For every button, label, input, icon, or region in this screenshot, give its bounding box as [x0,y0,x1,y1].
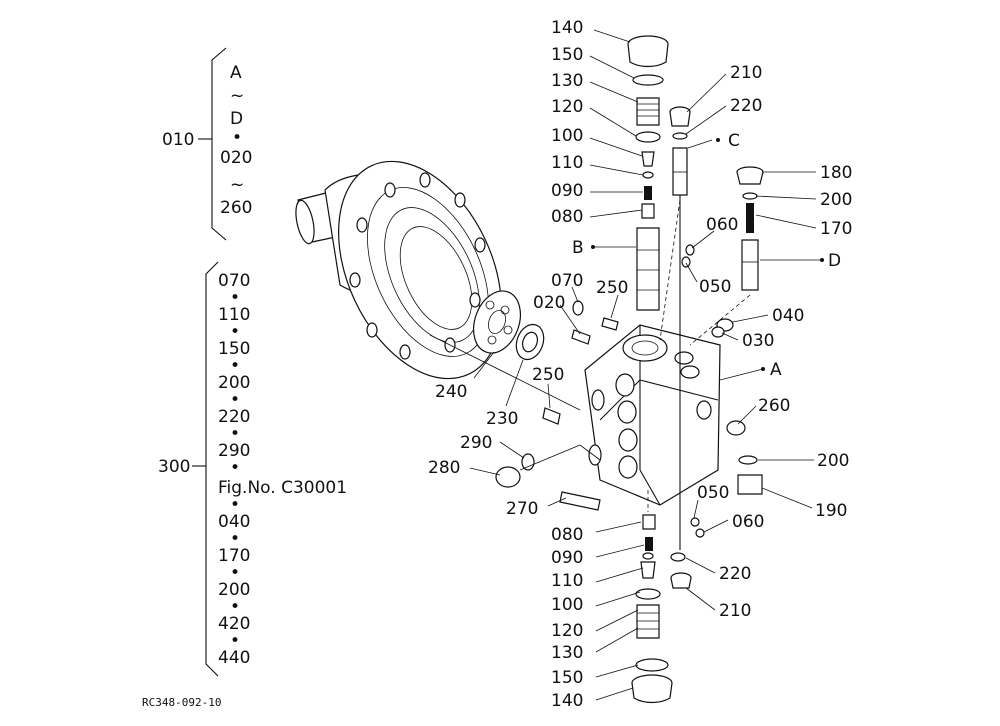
part-label: 280 [428,458,460,478]
part-label: 100 [551,126,583,146]
group-300-item: 040 [218,512,250,532]
group-300-item: • [230,495,240,515]
part-label: 060 [706,215,738,235]
group-300-item: 200 [218,580,250,600]
group-010-item: ~ [230,86,244,106]
part-label: 180 [820,163,852,183]
group-010-bracket: 010 A ~ D • 020 ~ 260 [162,47,252,241]
top-valve-stack-c [659,106,691,341]
group-300-item: 220 [218,407,250,427]
group-010-item: ~ [230,175,244,195]
part-label: 110 [551,153,583,173]
part-label: 230 [486,409,518,429]
group-300-item: 440 [218,648,250,668]
part-label: 130 [551,71,583,91]
group-300-item: • [230,631,240,651]
part-label: 210 [719,601,751,621]
group-300-ref: 300 [158,457,190,477]
part-labels: 140 150 130 120 100 110 090 080 210 220 … [428,18,852,711]
group-010-item: 020 [220,148,252,168]
group-010-ref: 010 [162,130,194,150]
group-300-item: • [230,563,240,583]
part-label: D [828,251,841,271]
part-label: 120 [551,621,583,641]
side-fittings [429,300,619,511]
group-010-item: A [230,63,242,83]
motor-housing-drawing [295,160,502,380]
valve-plate-240 [473,290,521,354]
bottom-valve-stack [631,490,692,704]
group-300-bracket: 300 070 • 110 • 150 • 200 • 220 • 290 • … [158,261,347,677]
part-label: 080 [551,525,583,545]
part-label: 040 [772,306,804,326]
part-label: 220 [719,564,751,584]
part-label: 090 [551,548,583,568]
group-300-item: • [230,458,240,478]
group-300-item: • [230,597,240,617]
drawing-code: RC348-092-10 [142,696,221,709]
part-label: 050 [699,277,731,297]
part-label: 250 [532,365,564,385]
part-label: 250 [596,278,628,298]
group-010-item: 260 [220,198,252,218]
group-300-item: 290 [218,441,250,461]
valve-block-a [584,324,721,506]
group-300-item: 070 [218,271,250,291]
part-label: 120 [551,97,583,117]
part-label: A [770,360,782,380]
part-label: 060 [732,512,764,532]
group-010-item: D [230,109,243,129]
part-label: 170 [820,219,852,239]
leader-lines [469,29,824,701]
part-label: C [728,131,740,151]
part-label: 140 [551,691,583,711]
part-label: 220 [730,96,762,116]
part-label: 270 [506,499,538,519]
part-label: 110 [551,571,583,591]
group-010-item: • [232,128,242,148]
part-label: 050 [697,483,729,503]
part-label: 150 [551,668,583,688]
part-label: B [572,238,584,258]
group-300-item: • [230,424,240,444]
group-300-item: Fig.No. C30001 [218,478,347,498]
part-label: 260 [758,396,790,416]
group-300-item: • [230,356,240,376]
group-300-item: 420 [218,614,250,634]
top-valve-stack-left [627,35,669,311]
part-label: 290 [460,433,492,453]
part-label: 140 [551,18,583,38]
part-label: 030 [742,331,774,351]
part-label: 200 [820,190,852,210]
group-300-item: • [230,288,240,308]
part-label: 130 [551,643,583,663]
bearing-230 [515,323,545,361]
part-label: 150 [551,45,583,65]
part-label: 190 [815,501,847,521]
part-label: 090 [551,181,583,201]
group-300-item: • [230,390,240,410]
part-label: 200 [817,451,849,471]
group-300-item: 150 [218,339,250,359]
small-fittings [681,244,763,538]
group-300-item: 170 [218,546,250,566]
group-300-item: • [230,322,240,342]
group-300-item: 110 [218,305,250,325]
group-300-item: • [230,529,240,549]
part-label: 080 [551,207,583,227]
group-300-item: 200 [218,373,250,393]
part-label: 100 [551,595,583,615]
part-label: 070 [551,271,583,291]
part-label: 240 [435,382,467,402]
top-valve-stack-d [689,166,764,346]
part-label: 210 [730,63,762,83]
part-label: 020 [533,293,565,313]
